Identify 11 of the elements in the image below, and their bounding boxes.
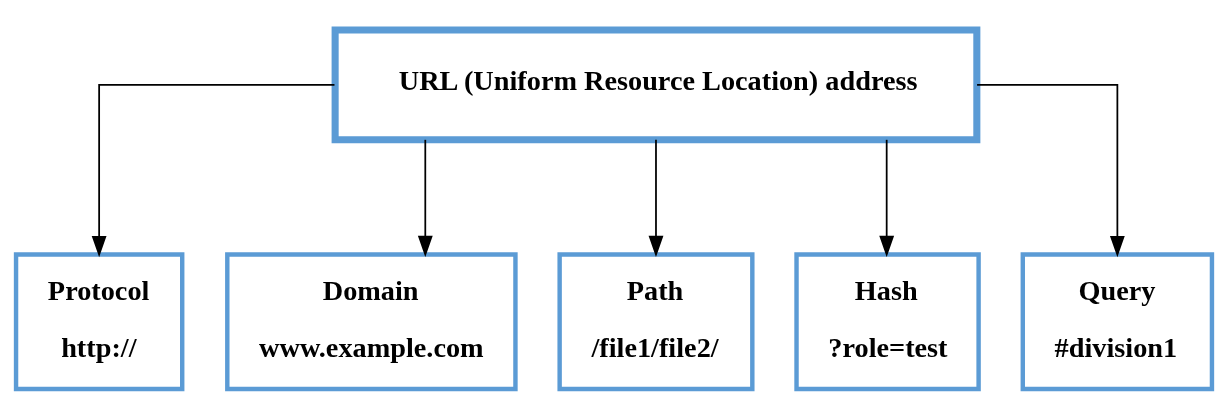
node-box: Query #division1: [1020, 252, 1215, 392]
arrow: [648, 138, 664, 258]
arrow: [417, 138, 433, 258]
arrow: [976, 84, 1125, 258]
node-box: Domain www.example.com: [225, 252, 518, 392]
node-box: Protocol http://: [13, 252, 185, 392]
node-box: URL (Uniform Resource Location) address: [331, 26, 981, 144]
node-box: Hash ?role=test: [794, 252, 981, 392]
node-box: Path /file1/file2/: [557, 252, 755, 392]
arrow: [91, 84, 336, 258]
arrow: [879, 138, 895, 258]
